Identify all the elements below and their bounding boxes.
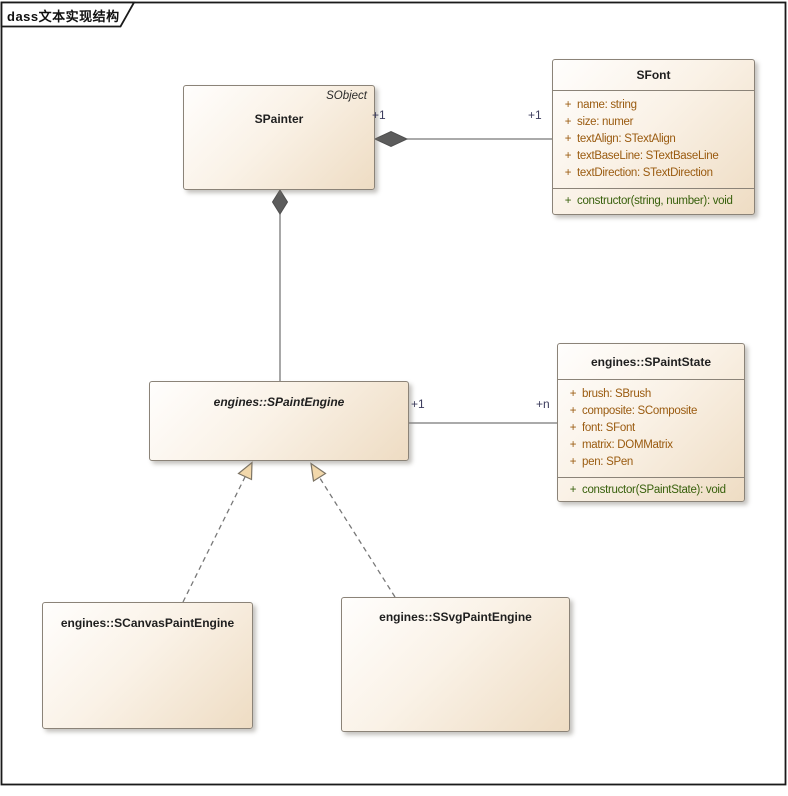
multiplicity-label: +n [536, 397, 550, 411]
class-name: SPainter [254, 112, 304, 126]
attribute-text: name: string [577, 99, 637, 111]
visibility-sign: + [564, 150, 572, 162]
class-sfont[interactable]: SFont + name: string + size: numer + tex… [552, 59, 755, 215]
visibility-sign: + [569, 456, 577, 468]
class-name: engines::SCanvasPaintEngine [60, 616, 235, 630]
attribute-text: textDirection: STextDirection [577, 167, 713, 179]
attribute-row: + composite: SComposite [558, 403, 742, 420]
attribute-row: + textAlign: STextAlign [553, 131, 752, 148]
class-name: SFont [636, 68, 671, 82]
composition-diamond-icon [373, 130, 409, 148]
attribute-text: composite: SComposite [582, 405, 698, 417]
operation-row: + constructor(SPaintState): void [558, 482, 742, 499]
diagram-tab [0, 1, 136, 28]
class-ssvgpaintengine[interactable]: engines::SSvgPaintEngine [341, 597, 570, 732]
visibility-sign: + [569, 388, 577, 400]
composition-diamond-icon [271, 189, 289, 215]
operations-compartment: + constructor(SPaintState): void [558, 477, 744, 503]
visibility-sign: + [569, 405, 577, 417]
generalization-arrow-icon [310, 462, 327, 482]
attribute-row: + pen: SPen [558, 454, 742, 471]
class-name: engines::SPaintEngine [213, 395, 345, 409]
attribute-row: + textDirection: STextDirection [553, 165, 752, 182]
class-spaintengine[interactable]: engines::SPaintEngine [149, 381, 409, 461]
class-title-compartment: engines::SPaintState [558, 344, 744, 379]
visibility-sign: + [564, 116, 572, 128]
class-name: engines::SSvgPaintEngine [379, 610, 532, 624]
attribute-text: brush: SBrush [582, 388, 651, 400]
multiplicity-label: +1 [411, 397, 425, 411]
visibility-sign: + [564, 99, 572, 111]
operation-row: + constructor(string, number): void [553, 193, 752, 210]
attributes-compartment: + name: string + size: numer + textAlign… [553, 90, 754, 188]
class-scanvaspaintengine[interactable]: engines::SCanvasPaintEngine [42, 602, 253, 729]
visibility-sign: + [564, 133, 572, 145]
multiplicity-label: +1 [528, 108, 542, 122]
attribute-row: + textBaseLine: STextBaseLine [553, 148, 752, 165]
class-spainter[interactable]: SObject SPainter [183, 85, 375, 190]
attribute-row: + name: string [553, 97, 752, 114]
attribute-row: + matrix: DOMMatrix [558, 437, 742, 454]
visibility-sign: + [569, 422, 577, 434]
attribute-row: + brush: SBrush [558, 386, 742, 403]
attribute-text: matrix: DOMMatrix [582, 439, 673, 451]
stereotype-label: SObject [326, 90, 367, 102]
attribute-text: pen: SPen [582, 456, 634, 468]
operations-compartment: + constructor(string, number): void [553, 188, 754, 214]
class-name: engines::SPaintState [590, 354, 712, 369]
diagram-tab-title: dass文本实现结构 [7, 9, 120, 24]
visibility-sign: + [569, 484, 577, 496]
attribute-row: + size: numer [553, 114, 752, 131]
realization-svg-engine-line [318, 477, 396, 598]
attribute-text: textAlign: STextAlign [577, 133, 676, 145]
operation-text: constructor(SPaintState): void [582, 484, 726, 496]
attribute-text: textBaseLine: STextBaseLine [577, 150, 719, 162]
visibility-sign: + [564, 167, 572, 179]
multiplicity-label: +1 [372, 108, 386, 122]
class-spaintstate[interactable]: engines::SPaintState + brush: SBrush + c… [557, 343, 745, 502]
class-title-compartment: SFont [553, 60, 754, 90]
operation-text: constructor(string, number): void [577, 195, 733, 207]
realization-canvas-engine-line [182, 476, 246, 603]
attribute-row: + font: SFont [558, 420, 742, 437]
attributes-compartment: + brush: SBrush + composite: SComposite … [558, 379, 744, 477]
visibility-sign: + [564, 195, 572, 207]
attribute-text: size: numer [577, 116, 634, 128]
generalization-arrow-icon [237, 461, 253, 481]
attribute-text: font: SFont [582, 422, 635, 434]
visibility-sign: + [569, 439, 577, 451]
